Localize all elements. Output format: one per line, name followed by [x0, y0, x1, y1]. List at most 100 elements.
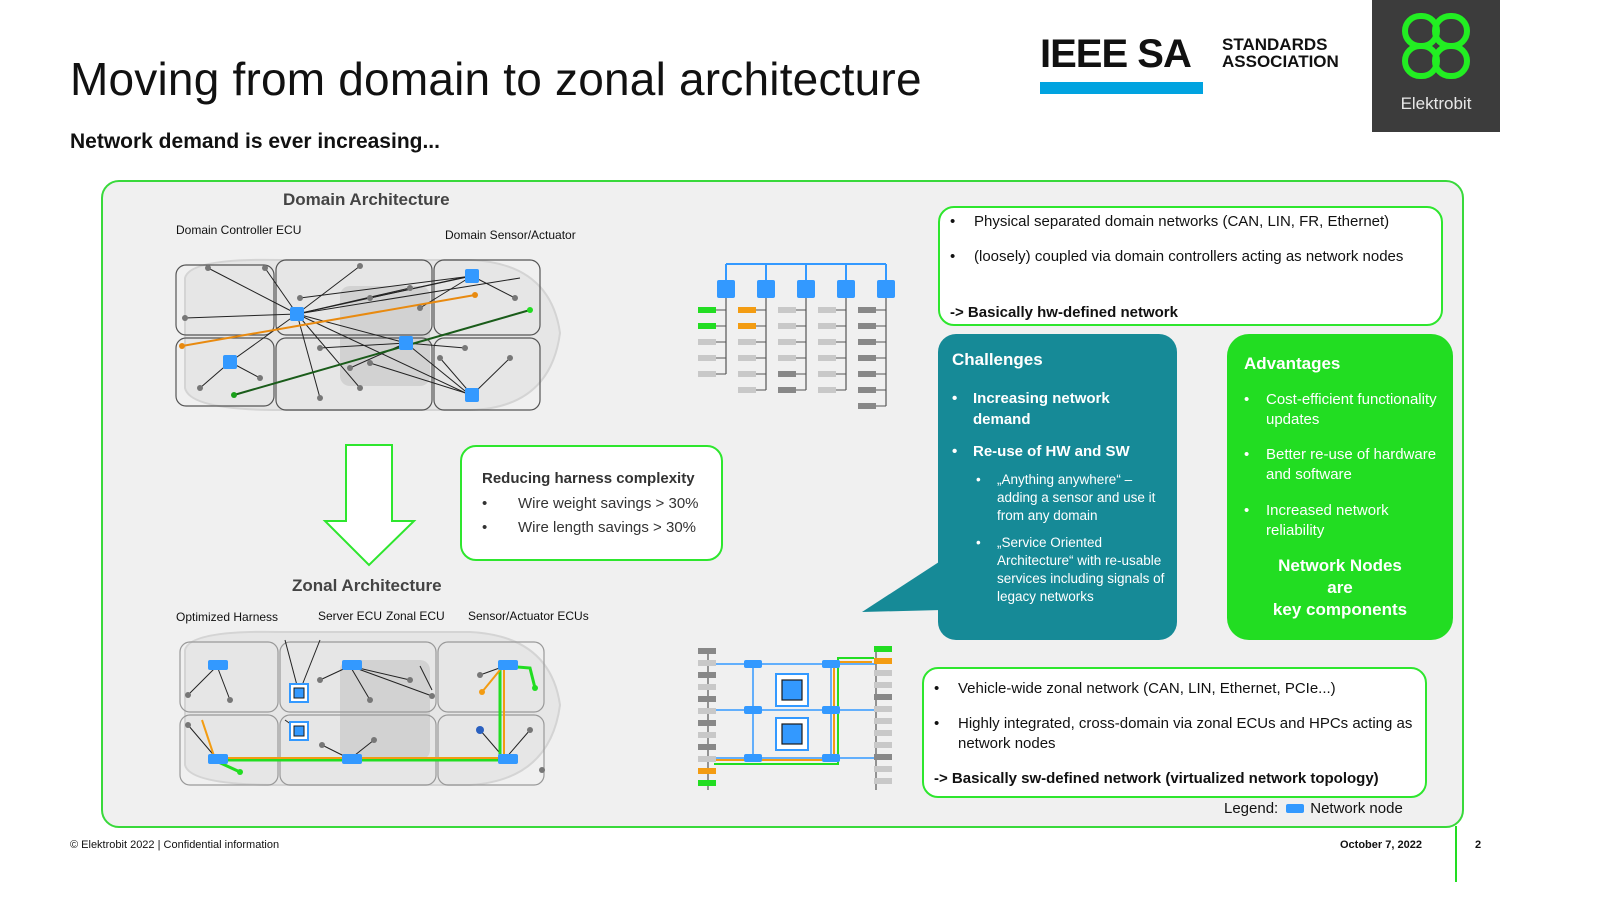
topology-leaf-node [698, 684, 716, 690]
topology-leaf-node [874, 742, 892, 748]
topology-leaf-node [698, 660, 716, 666]
label-domain-sensor: Domain Sensor/Actuator [445, 228, 576, 242]
topology-leaf-node [818, 307, 836, 313]
legend-prefix: Legend: [1224, 800, 1279, 817]
page-title: Moving from domain to zonal architecture [70, 53, 922, 105]
topology-leaf-node [778, 307, 796, 313]
challenge-network-demand: •Increasing network demand [952, 390, 1110, 428]
topology-leaf-node [874, 694, 892, 700]
legend-label: Network node [1310, 800, 1403, 817]
advantages-heading: Advantages [1244, 354, 1341, 373]
footer-divider [1455, 826, 1457, 882]
topology-leaf-node [818, 387, 836, 393]
topology-leaf-node [874, 658, 892, 664]
domain-network-box: •Physical separated domain networks (CAN… [938, 206, 1443, 326]
reducing-item-weight: •Wire weight savings > 30% [482, 495, 699, 512]
footer-date: October 7, 2022 [1340, 839, 1422, 851]
topology-leaf-node [818, 355, 836, 361]
advantage-reliability: •Increased network reliability [1244, 502, 1389, 539]
topology-leaf-node [698, 696, 716, 702]
topology-leaf-node [698, 768, 716, 774]
topology-leaf-node [874, 682, 892, 688]
topology-leaf-node [698, 323, 716, 329]
topology-leaf-node [874, 754, 892, 760]
topology-leaf-node [818, 339, 836, 345]
network-node-swatch-icon [1286, 804, 1305, 813]
ieee-underline-bar [1040, 82, 1203, 94]
challenges-heading: Challenges [952, 350, 1043, 369]
topology-leaf-node [818, 371, 836, 377]
topology-leaf-node [858, 387, 876, 393]
advantage-reuse: •Better re-use of hardware and software [1244, 446, 1437, 483]
zonal-topology-diagram [698, 646, 892, 790]
topology-leaf-node [778, 355, 796, 361]
challenge-anything-anywhere: •„Anything anywhere“ – adding a sensor a… [976, 472, 1156, 523]
topology-leaf-node [874, 706, 892, 712]
ieee-standards-text: STANDARDS [1222, 35, 1328, 54]
topology-leaf-node [738, 371, 756, 377]
label-domain-controller: Domain Controller ECU [176, 223, 302, 237]
domain-topology-diagram [698, 263, 895, 409]
label-sensor-actuator-ecus: Sensor/Actuator ECUs [468, 609, 589, 623]
topology-leaf-node [738, 323, 756, 329]
zonal-item-vehicle-wide: •Vehicle-wide zonal network (CAN, LIN, E… [934, 680, 1336, 697]
zonal-car-diagram [179, 630, 562, 786]
ieee-sa-logo: IEEE SA STANDARDS ASSOCIATION [1040, 32, 1370, 100]
topology-leaf-node [858, 355, 876, 361]
topology-leaf-node [698, 307, 716, 313]
elektrobit-name: Elektrobit [1400, 94, 1472, 113]
down-arrow-icon [322, 444, 417, 567]
topology-leaf-node [874, 778, 892, 784]
reducing-harness-box: Reducing harness complexity •Wire weight… [460, 445, 723, 561]
advantage-cost: •Cost-efficient functionality updates [1244, 391, 1437, 428]
topology-leaf-node [698, 371, 716, 377]
topology-leaf-node [874, 730, 892, 736]
topology-leaf-node [778, 387, 796, 393]
domain-architecture-heading: Domain Architecture [283, 190, 450, 209]
reducing-harness-heading: Reducing harness complexity [482, 470, 695, 487]
challenges-box: Challenges •Increasing network demand •R… [938, 334, 1177, 640]
zonal-conclusion: -> Basically sw-defined network (virtual… [934, 770, 1379, 787]
domain-conclusion: -> Basically hw-defined network [950, 304, 1178, 321]
label-zonal-ecu: Zonal ECU [386, 609, 445, 623]
topology-leaf-node [818, 323, 836, 329]
topology-leaf-node [858, 323, 876, 329]
topology-leaf-node [874, 646, 892, 652]
topology-leaf-node [874, 718, 892, 724]
topology-leaf-node [698, 339, 716, 345]
footer-copyright: © Elektrobit 2022 | Confidential informa… [70, 839, 280, 851]
topology-leaf-node [778, 323, 796, 329]
challenge-reuse: •Re-use of HW and SW [952, 443, 1130, 460]
domain-item-separated: •Physical separated domain networks (CAN… [950, 213, 1390, 230]
advantages-box: Advantages •Cost-efficient functionality… [1227, 334, 1453, 640]
ieee-association-text: ASSOCIATION [1222, 52, 1339, 71]
label-server-ecu: Server ECU [318, 609, 383, 623]
eb-mark-icon [1402, 13, 1470, 79]
topology-leaf-node [778, 371, 796, 377]
page-subtitle: Network demand is ever increasing... [70, 130, 440, 153]
label-optimized-harness: Optimized Harness [176, 610, 279, 624]
challenge-soa: •„Service Oriented Architecture“ with re… [976, 535, 1165, 604]
reducing-item-length: •Wire length savings > 30% [482, 519, 697, 536]
topology-leaf-node [858, 403, 876, 409]
topology-leaf-node [698, 355, 716, 361]
topology-leaf-node [698, 720, 716, 726]
topology-leaf-node [738, 339, 756, 345]
zonal-item-integrated: •Highly integrated, cross-domain via zon… [934, 715, 1413, 752]
ieee-sa-wordmark: IEEE SA [1040, 32, 1192, 76]
domain-car-diagram [175, 258, 562, 411]
legend: Legend: Network node [1224, 800, 1403, 817]
topology-leaf-node [698, 708, 716, 714]
challenges-callout-pointer [862, 560, 942, 612]
topology-leaf-node [698, 744, 716, 750]
zonal-architecture-heading: Zonal Architecture [292, 576, 442, 595]
topology-leaf-node [698, 672, 716, 678]
footer-page-number: 2 [1475, 839, 1482, 851]
topology-leaf-node [738, 387, 756, 393]
topology-leaf-node [698, 648, 716, 654]
topology-leaf-node [874, 766, 892, 772]
domain-item-coupled: •(loosely) coupled via domain controller… [950, 248, 1404, 265]
topology-leaf-node [858, 339, 876, 345]
topology-leaf-node [874, 670, 892, 676]
topology-leaf-node [698, 780, 716, 786]
